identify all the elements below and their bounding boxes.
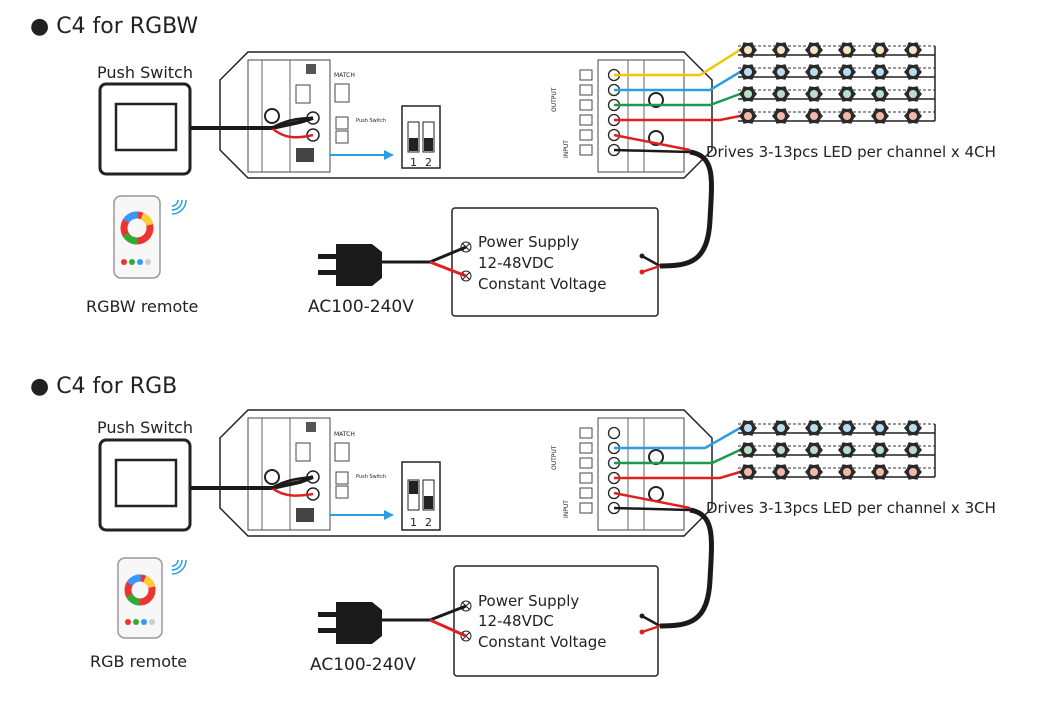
section-title: ● C4 for RGB [30, 374, 177, 399]
wireless-signal-icon [171, 199, 187, 215]
arrow-icon [384, 150, 394, 160]
power-supply: Power Supply 12-48VDC Constant Voltage [453, 565, 659, 677]
led-lens [843, 68, 851, 76]
led-lens [909, 112, 917, 120]
push-switch-label: Push Switch [97, 63, 193, 82]
led-lens [876, 112, 884, 120]
led-lens [777, 446, 785, 454]
output-label: OUTPUT [551, 87, 558, 112]
led-lens [909, 90, 917, 98]
controller-c4: MATCH Push Switch 1 2 [219, 51, 713, 179]
led-lens [777, 112, 785, 120]
led-lens [876, 446, 884, 454]
input-label: INPUT [563, 500, 570, 518]
led-lens [909, 46, 917, 54]
dip-label-2: 2 [425, 516, 432, 529]
led-lens [744, 468, 752, 476]
section-rgbw: ● C4 for RGBW Push Switch RGBW remote [30, 14, 996, 317]
match-label: MATCH [334, 72, 355, 79]
arrow-icon [384, 510, 394, 520]
led-lens [810, 46, 818, 54]
power-supply: Power Supply 12-48VDC Constant Voltage [451, 207, 659, 317]
input-label: INPUT [563, 140, 570, 158]
led-matrix [738, 420, 936, 480]
push-mini-label: Push Switch [356, 118, 386, 124]
dip-label-1: 1 [410, 516, 417, 529]
ac-label: AC100-240V [308, 297, 414, 317]
push-switch-icon [98, 82, 192, 176]
push-switch-icon [98, 438, 192, 532]
led-lens [744, 112, 752, 120]
led-lens [744, 90, 752, 98]
led-lens [744, 46, 752, 54]
psu-line-1: Power Supply [478, 592, 579, 610]
remote-label: RGBW remote [86, 297, 198, 316]
remote-label: RGB remote [90, 652, 187, 671]
section-rgb: ● C4 for RGB Push Switch RGB remote [30, 374, 996, 677]
led-lens [777, 90, 785, 98]
led-lens [876, 46, 884, 54]
push-switch-label: Push Switch [97, 418, 193, 437]
led-lens [876, 424, 884, 432]
section-title: ● C4 for RGBW [30, 14, 198, 39]
led-lens [744, 446, 752, 454]
led-lens [744, 68, 752, 76]
remote-icon [117, 557, 163, 639]
match-label: MATCH [334, 431, 355, 438]
led-lens [777, 68, 785, 76]
led-lens [777, 424, 785, 432]
led-matrix [738, 42, 936, 124]
wireless-signal-icon [171, 559, 187, 575]
led-lens [810, 112, 818, 120]
led-lens [909, 68, 917, 76]
psu-line-2: 12-48VDC [478, 612, 554, 630]
led-lens [744, 424, 752, 432]
led-lens [777, 468, 785, 476]
remote-icon [113, 195, 161, 279]
led-lens [843, 468, 851, 476]
led-lens [843, 46, 851, 54]
led-caption: Drives 3-13pcs LED per channel x 3CH [706, 499, 996, 517]
led-caption: Drives 3-13pcs LED per channel x 4CH [706, 143, 996, 161]
led-lens [810, 468, 818, 476]
dip-label-1: 1 [410, 156, 417, 169]
led-lens [843, 90, 851, 98]
led-lens [810, 446, 818, 454]
output-wires [614, 48, 741, 122]
led-lens [909, 446, 917, 454]
led-lens [876, 68, 884, 76]
output-label: OUTPUT [551, 445, 558, 470]
led-lens [876, 468, 884, 476]
ac-plug-icon [318, 602, 382, 644]
psu-line-3: Constant Voltage [478, 275, 606, 293]
led-lens [843, 446, 851, 454]
led-lens [909, 424, 917, 432]
led-lens [876, 90, 884, 98]
led-lens [777, 46, 785, 54]
led-lens [843, 424, 851, 432]
push-mini-label: Push Switch [356, 474, 386, 480]
psu-line-1: Power Supply [478, 233, 579, 251]
led-lens [810, 424, 818, 432]
output-wires [614, 426, 741, 480]
controller-c4: MATCH Push Switch 1 2 OUTPUT INPU [219, 409, 713, 537]
led-lens [810, 68, 818, 76]
led-lens [843, 112, 851, 120]
psu-line-2: 12-48VDC [478, 254, 554, 272]
led-lens [810, 90, 818, 98]
dip-label-2: 2 [425, 156, 432, 169]
led-lens [909, 468, 917, 476]
psu-line-3: Constant Voltage [478, 633, 606, 651]
ac-label: AC100-240V [310, 655, 416, 675]
ac-plug-icon [318, 244, 382, 286]
